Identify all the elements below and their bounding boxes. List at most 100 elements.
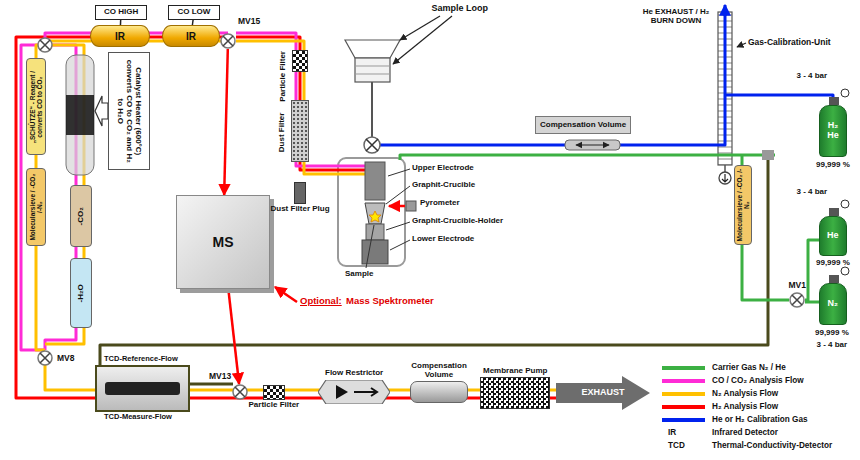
text-label: 3 - 4 bar: [817, 341, 848, 350]
exhaust-arrow: EXHAUST: [556, 376, 650, 410]
restrictor-shape: [318, 380, 390, 404]
node-label: Compensation Volume: [411, 362, 467, 380]
label-arrows: [275, 16, 746, 302]
co2-trap: -CO₂: [70, 185, 92, 247]
sieve-tube: Molecularsieve / -CO₂ /-N₂: [26, 168, 46, 246]
text-label: Mass Spektrometer: [346, 296, 434, 306]
node-label: IR: [115, 31, 125, 42]
reagent-tube: „SCHÜTZE“ - Reagent / converts CO to CO₂: [26, 58, 46, 155]
node-label: TCD-Reference-Flow: [104, 355, 178, 363]
valve-body: [38, 351, 52, 365]
pipe-network: [16, 5, 833, 398]
legend-swatch: [662, 366, 705, 370]
valve: MV15: [220, 33, 236, 49]
gas-bottle: N₂: [819, 283, 847, 325]
dust-filter: Dust Filter: [291, 100, 309, 162]
carrier-gas-pipe: [400, 155, 819, 302]
valve-symbol: [364, 137, 380, 153]
text-label: Pyrometer: [420, 199, 460, 208]
h2o-trap: -H₂O: [70, 258, 92, 328]
valve-cross: [235, 387, 245, 397]
node-label: Particle Filter: [279, 51, 288, 102]
n2-analysis-pipe: [36, 41, 556, 390]
dust-filter-plug: Dust Filter Plug: [294, 182, 306, 204]
co-high-box: CO HIGH: [95, 5, 147, 20]
valve: MV1: [789, 292, 805, 308]
sample-loop-lines: [355, 66, 390, 74]
co-analysis-pipe: [21, 33, 365, 350]
bottle-valve: [829, 97, 839, 105]
node-label: Dust Filter Plug: [271, 205, 330, 214]
particle-filter: Particle Filter: [292, 50, 308, 72]
exhaust-outlet: [724, 5, 727, 16]
valve-cross: [40, 40, 50, 50]
legend-swatch: [662, 405, 705, 409]
leader-arrow: [737, 43, 746, 47]
node-label: -CO₂: [77, 188, 86, 244]
ir-detector: IR: [90, 25, 150, 47]
leader-arrow: [400, 16, 440, 40]
leader-line: [388, 169, 410, 176]
leader-arrow: [393, 16, 452, 64]
compensation-volume: Compensation Volume: [535, 116, 631, 134]
valve-symbol: [220, 33, 236, 49]
node-label: MV13: [209, 372, 231, 381]
node-label: „SCHÜTZE“ - Reagent / converts CO to CO₂: [29, 61, 43, 152]
valve-symbol: [38, 38, 52, 52]
catalyst-heater: [66, 55, 94, 175]
text-label: IR: [668, 428, 676, 437]
connector: [228, 289, 239, 384]
text-label: Upper Electrode: [412, 164, 474, 173]
text-label: 99,999 %: [816, 259, 850, 268]
text-label: Graphit-Crucible: [412, 181, 475, 190]
leader-line: [390, 240, 410, 250]
text-label: Graphit-Crucible-Holder: [412, 217, 503, 226]
valve-symbol: [38, 38, 52, 52]
double-arrow: [576, 144, 609, 145]
node-label: H₂ He: [821, 121, 845, 141]
legend-swatch: [662, 418, 705, 422]
ir-detector: IR: [162, 25, 220, 47]
legend-label: CO / CO₂ Analysis Flow: [712, 376, 804, 385]
valve-symbol: [789, 292, 805, 308]
membrane-pump: Membrane Pump: [480, 377, 550, 409]
text-label: Sample Loop: [432, 4, 489, 14]
calibration-pipe: [380, 14, 833, 145]
node-label: TCD-Measure-Flow: [104, 413, 172, 421]
drain-stem: [724, 165, 726, 172]
node-label: MV1: [789, 281, 806, 290]
text-label: 99,999 %: [816, 161, 850, 170]
valve-cross: [792, 295, 802, 305]
exhaust-body: [556, 376, 650, 410]
particle-filter: Particle Filter: [263, 385, 285, 400]
tcd-cell: [105, 382, 180, 395]
legend-label: N₂ Analysis Flow: [712, 389, 778, 398]
pressure-gauge: [841, 89, 849, 97]
node-label: CO LOW: [178, 8, 211, 17]
sample-loop: [355, 58, 390, 82]
compensation-volume: Compensation Volume: [410, 381, 468, 403]
node-label: IR: [186, 31, 196, 42]
callout-arrow: [275, 287, 297, 302]
t-junction: [762, 150, 774, 160]
connector: [224, 49, 228, 195]
node-label: MV15: [238, 17, 260, 26]
bottle-valve: [829, 275, 839, 283]
node-label: Dust Filter: [278, 112, 287, 152]
valve-cross: [40, 353, 50, 363]
drain-arrow: [722, 174, 728, 182]
node-label: Compensation Volume: [540, 121, 626, 130]
text-label: Sample: [345, 270, 373, 279]
text-label: 3 - 4 bar: [797, 188, 828, 197]
text-label: Lower Electrode: [412, 235, 474, 244]
node-label: N₂: [828, 299, 839, 309]
text-label: Gas-Calibration-Unit: [748, 38, 831, 47]
valve-body: [790, 293, 804, 307]
text-label: TCD: [668, 441, 685, 450]
text-label: Thermal-Conductivity-Detector: [712, 441, 832, 450]
node-label: Molecularsieve / -CO₂ /-N₂: [736, 168, 750, 242]
legend-swatch: [662, 392, 705, 396]
legend-label: Carrier Gas N₂ / He: [712, 363, 786, 372]
valve-body: [221, 34, 235, 48]
